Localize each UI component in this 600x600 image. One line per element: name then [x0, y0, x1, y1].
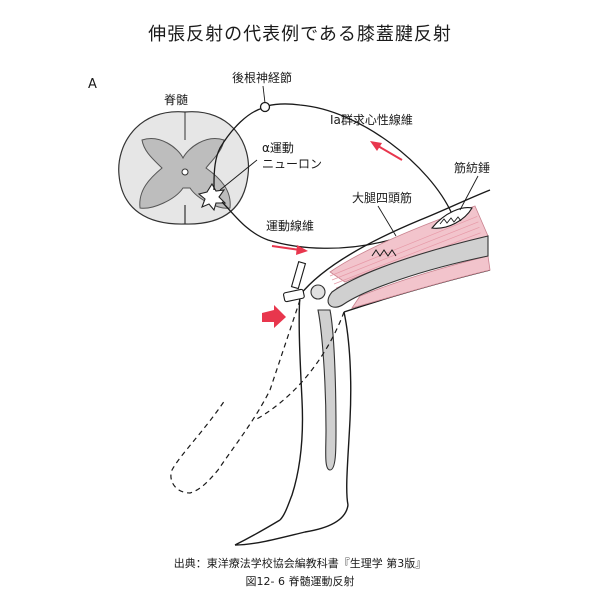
motor-fiber-arrow: [271, 245, 308, 255]
motor-end-plate: [371, 249, 397, 257]
nerve-fibers: [213, 103, 453, 249]
ia-afferent-central-branch: [213, 107, 264, 185]
dorsal-root-ganglion-label: 後根神経節: [232, 70, 292, 85]
muscle-spindle-shape: [430, 207, 473, 229]
leader-alpha-motor-neuron: [219, 159, 258, 191]
alpha-motor-neuron-label-line1: α運動: [262, 141, 294, 155]
femur-bone: [327, 235, 489, 308]
hamstring-muscle: [351, 255, 491, 309]
kicked-leg-dashed: [170, 299, 345, 494]
figure-title: 伸張反射の代表例である膝蓋腱反射: [148, 24, 452, 45]
central-canal: [181, 168, 189, 176]
muscle-spindle-coil: [439, 216, 462, 225]
leader-lines: [219, 85, 479, 237]
ia-afferent-fiber: [266, 103, 453, 215]
spinal-cord-cross-section: [118, 111, 250, 225]
motor-fiber-label: 運動線維: [266, 218, 314, 233]
lower-leg-outline: [279, 294, 352, 521]
leader-quadriceps: [377, 205, 397, 237]
reflex-hammer: [283, 260, 307, 303]
leader-dorsal-root-ganglion: [262, 85, 266, 104]
motor-fiber: [221, 201, 391, 249]
leader-muscle-spindle: [459, 175, 479, 211]
hammer-strike-arrow: [262, 305, 286, 328]
tibia-bone: [317, 309, 337, 471]
ia-afferent-label: Ⅰa群求心性線維: [330, 112, 413, 127]
foot-outline: [234, 504, 349, 546]
spinal-cord-label: 脊髄: [164, 92, 188, 107]
arrows: [262, 141, 403, 328]
leg: [170, 189, 491, 546]
reflex-hammer-handle: [290, 260, 307, 290]
figure-caption: 図12- 6 脊髄運動反射: [245, 575, 355, 588]
alpha-motor-neuron-soma: [197, 182, 227, 212]
reflex-hammer-head: [283, 288, 305, 303]
patella: [310, 284, 326, 300]
panel-label: A: [88, 77, 97, 92]
quadriceps-label: 大腿四頭筋: [352, 190, 412, 205]
dorsal-root-ganglion-icon: [259, 101, 271, 113]
alpha-motor-neuron-label-line2: ニューロン: [262, 157, 322, 171]
ia-afferent-arrow: [370, 141, 403, 161]
source-caption: 出典：東洋療法学校協会編教科書『生理学 第3版』: [173, 557, 427, 570]
muscle-spindle-label: 筋紡錘: [454, 160, 490, 175]
